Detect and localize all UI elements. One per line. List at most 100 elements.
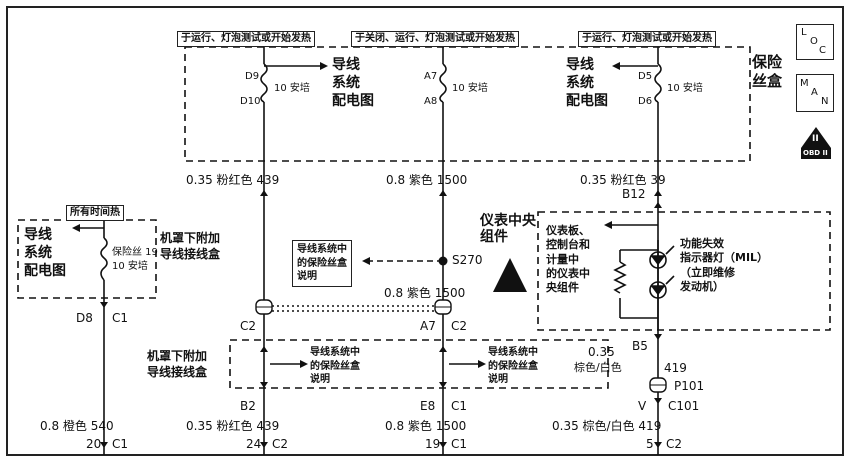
splice-s270: S270 xyxy=(452,253,483,267)
wire-419-gauge: 0.35 xyxy=(588,345,615,359)
wire-419-circuit: 419 xyxy=(664,361,687,375)
wire-1500b-gauge: 0.8 xyxy=(384,286,404,300)
wire-1500c-gauge: 0.8 xyxy=(385,419,405,433)
wire-439b-label: 0.35 粉红色 439 xyxy=(186,420,279,432)
loc-icon-o: O xyxy=(810,36,818,47)
diagram-border xyxy=(6,6,844,456)
fuse-box-desc-2-line3: 说明 xyxy=(310,374,330,385)
wire-39-label: 0.35 粉红色 39 xyxy=(580,174,666,186)
wire-419-color: 棕色/白色 xyxy=(574,361,622,374)
pin-24-c2: C2 xyxy=(272,437,289,451)
pin-20-c1: C1 xyxy=(112,437,129,451)
pin-5-c2: C2 xyxy=(666,437,683,451)
wire-540-gauge: 0.8 xyxy=(40,419,60,433)
fuse-box-desc-2: 导线系统中 的保险丝盒 说明 xyxy=(310,346,360,387)
wire-540-color: 橙色 xyxy=(62,419,87,433)
connector-v: V xyxy=(638,399,647,413)
connector-a7: A7 xyxy=(420,319,436,333)
connector-e8-c1: C1 xyxy=(451,399,468,413)
wire-540-circuit: 540 xyxy=(90,419,114,433)
header-tag-left: 于运行、灯泡测试或开始发热 xyxy=(177,31,315,47)
connector-e8: E8 xyxy=(420,399,436,413)
header-tag-right: 于运行、灯泡测试或开始发热 xyxy=(578,31,716,47)
wire-419b-gauge: 0.35 xyxy=(552,419,579,433)
ipc-inner-line5: 央组件 xyxy=(546,281,579,295)
esd-warning-icon xyxy=(493,258,527,292)
aux-box-right-line2: 导线接线盒 xyxy=(160,247,221,261)
connector-b2: B2 xyxy=(240,399,256,413)
fuse-middle-rating: 10 安培 xyxy=(452,83,488,94)
wire-1500b-label: 0.8 紫色 1500 xyxy=(384,287,465,299)
wire-419b-circuit: 419 xyxy=(638,419,662,433)
ipc-outline xyxy=(537,211,831,331)
man-icon-m: M xyxy=(800,78,809,89)
man-icon-a: A xyxy=(811,87,818,98)
dist-diagram-2-line3: 配电图 xyxy=(566,93,608,109)
wire-439b-gauge: 0.35 xyxy=(186,419,213,433)
loc-icon: L O C xyxy=(796,24,834,60)
dist-diagram-1-line2: 系统 xyxy=(332,75,360,91)
wire-439-circuit: 439 xyxy=(256,173,280,187)
man-icon: M A N xyxy=(796,74,834,112)
connector-d8-c1: C1 xyxy=(112,311,129,325)
pin-19-c1: C1 xyxy=(451,437,468,451)
wire-39-gauge: 0.35 xyxy=(580,173,607,187)
mil-line2: 指示器灯（MIL） xyxy=(680,251,769,265)
fuse-aux-rating: 10 安培 xyxy=(112,261,148,272)
dist-diagram-2-line2: 系统 xyxy=(566,75,594,91)
connector-p101: P101 xyxy=(674,379,705,393)
wire-439-label: 0.35 粉红色 439 xyxy=(186,174,279,186)
wire-419b-label: 0.35 棕色/白色 419 xyxy=(552,420,661,432)
fuse-box-desc-1-line1: 导线系统中 xyxy=(297,244,347,255)
pin-24: 24 xyxy=(246,437,262,451)
fuse-right-bottom-pin: D6 xyxy=(638,96,653,107)
wire-1500c-label: 0.8 紫色 1500 xyxy=(385,420,466,432)
dist-diagram-3-line2: 系统 xyxy=(24,245,52,261)
wire-39-color: 粉红色 xyxy=(610,173,647,187)
mil-line1: 功能失效 xyxy=(680,237,724,250)
fuse-right-rating: 10 安培 xyxy=(667,83,703,94)
wire-1500-gauge: 0.8 xyxy=(386,173,406,187)
connector-b5: B5 xyxy=(632,339,648,353)
dist-diagram-3-line1: 导线 xyxy=(24,227,52,243)
fuse-box-desc-3-line3: 说明 xyxy=(488,374,508,385)
wire-540-label: 0.8 橙色 540 xyxy=(40,420,114,432)
ipc-inner-line4: 的仪表中 xyxy=(546,266,590,280)
ipc-title-line2: 组件 xyxy=(480,229,508,245)
header-tag-always-hot: 所有时间热 xyxy=(66,205,124,221)
fuse-aux-name: 保险丝 19 xyxy=(112,247,158,258)
fuse-box-desc-3: 导线系统中 的保险丝盒 说明 xyxy=(488,346,538,387)
mil-line4: 发动机） xyxy=(680,279,724,293)
aux-box-left-line1: 机罩下附加 xyxy=(147,349,208,363)
wire-439-gauge: 0.35 xyxy=(186,173,213,187)
connector-b12: B12 xyxy=(622,187,646,201)
fuse-box-desc-2-line2: 的保险丝盒 xyxy=(310,360,360,372)
connector-d8: D8 xyxy=(76,311,93,325)
wire-439b-color: 粉红色 xyxy=(216,419,253,433)
fuse-left-top-pin: D9 xyxy=(245,71,260,82)
wire-39-circuit: 39 xyxy=(650,173,666,187)
fuse-box-label-2: 丝盒 xyxy=(752,72,783,90)
mil-line3: （立即维修 xyxy=(680,265,735,279)
loc-icon-l: L xyxy=(801,27,807,38)
pin-19: 19 xyxy=(425,437,441,451)
obd-ii-icon: II OBD II xyxy=(800,126,832,160)
fuse-left-bottom-pin: D10 xyxy=(240,96,261,107)
ipc-title-line1: 仪表中央 xyxy=(480,213,536,229)
connector-c2-mid: C2 xyxy=(451,319,468,333)
obd-ii-text: OBD II xyxy=(803,149,828,157)
fuse-box-desc-1-line3: 说明 xyxy=(297,271,317,282)
header-tag-middle: 于关闭、运行、灯泡测试或开始发热 xyxy=(351,31,519,47)
fuse-right-top-pin: D5 xyxy=(638,71,653,82)
fuse-box-desc-2-line1: 导线系统中 xyxy=(310,347,360,358)
connector-c2-left: C2 xyxy=(240,319,257,333)
pin-5: 5 xyxy=(646,437,654,451)
dist-diagram-3-line3: 配电图 xyxy=(24,263,66,279)
wire-1500c-circuit: 1500 xyxy=(435,419,467,433)
ipc-inner-line1: 仪表板、 xyxy=(546,224,590,237)
wire-1500b-circuit: 1500 xyxy=(434,286,466,300)
fuse-box-desc-1: 导线系统中 的保险丝盒 说明 xyxy=(292,240,352,287)
fuse-box-outline xyxy=(184,46,751,162)
pin-20: 20 xyxy=(86,437,102,451)
